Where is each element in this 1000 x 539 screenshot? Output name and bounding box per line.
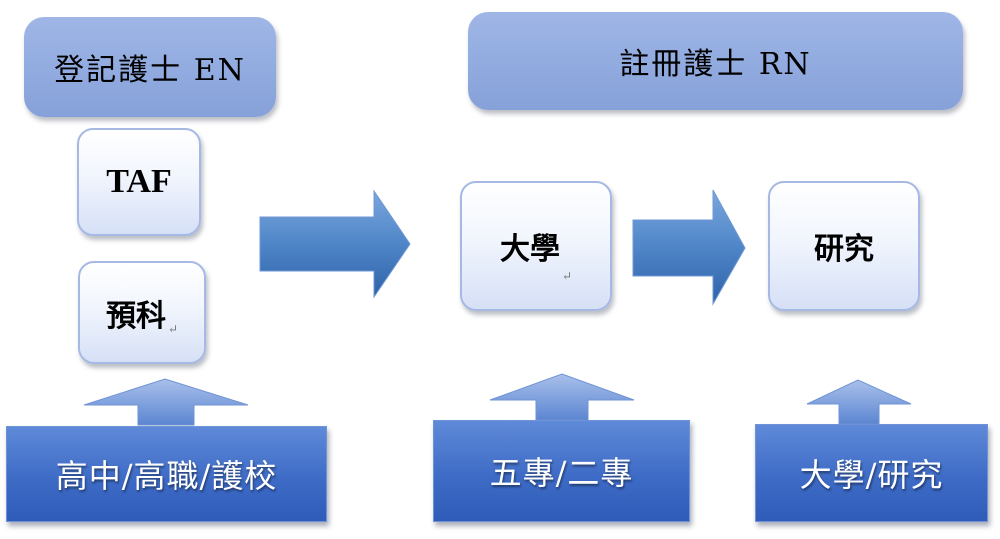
up-arrow-2 — [489, 373, 635, 421]
return-mark-icon: ↵ — [561, 269, 573, 283]
university-research-label: 大學/研究 — [799, 456, 944, 494]
rn-header: 註冊護士 RN — [468, 12, 963, 110]
en-header: 登記護士 EN — [24, 17, 276, 117]
return-mark-icon: ↵ — [167, 322, 179, 336]
right-arrow-1 — [259, 189, 411, 299]
rn-header-label: 註冊護士 RN — [619, 47, 812, 82]
university-research-box: 大學/研究 — [755, 424, 988, 522]
taf-label: TAF — [106, 163, 172, 200]
research-box: 研究 — [768, 181, 920, 311]
en-header-label: 登記護士 EN — [54, 53, 246, 88]
right-arrow-2 — [632, 189, 746, 306]
college-label: 五專/二專 — [489, 454, 634, 492]
secondary-school-box: 高中/高職/護校 — [6, 426, 327, 522]
university-label: 大學 — [499, 232, 560, 267]
college-box: 五專/二專 — [433, 420, 690, 522]
research-label: 研究 — [814, 232, 874, 267]
secondary-school-label: 高中/高職/護校 — [55, 457, 278, 495]
foundation-box: 預科↵ — [78, 261, 206, 364]
up-arrow-3 — [806, 379, 912, 425]
taf-box: TAF — [77, 128, 201, 236]
foundation-label: 預科 — [105, 298, 166, 334]
university-box: 大學↵ — [460, 181, 612, 311]
up-arrow-1 — [83, 378, 249, 426]
